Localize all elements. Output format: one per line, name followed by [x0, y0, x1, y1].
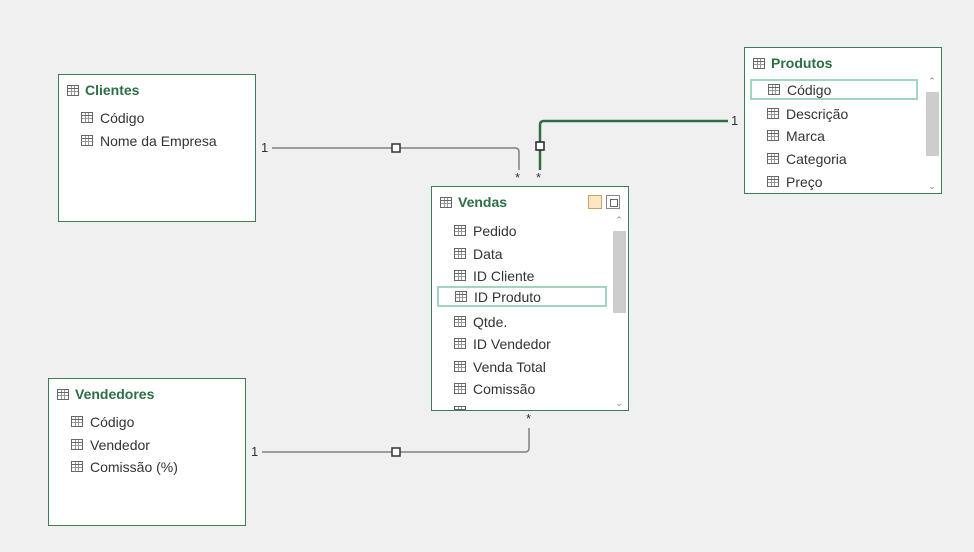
field-row[interactable]: Qtde.	[450, 311, 507, 332]
filter-direction-marker	[391, 143, 401, 153]
field-label: ID Cliente	[473, 267, 535, 284]
field-row[interactable]: ID Vendedor	[450, 333, 551, 354]
column-icon	[71, 416, 83, 427]
field-row[interactable]: Marca	[763, 125, 825, 146]
field-row[interactable]: Categoria	[763, 148, 847, 169]
scroll-up-icon[interactable]: ⌃	[615, 215, 623, 225]
field-row-selected[interactable]: ID Produto	[437, 286, 607, 307]
table-header[interactable]: Clientes	[67, 82, 139, 98]
table-produtos[interactable]: Produtos Código Descrição Marca Categori…	[744, 47, 942, 194]
column-icon	[71, 461, 83, 472]
column-icon	[454, 225, 466, 236]
cardinality-one: 1	[251, 444, 259, 459]
field-label: Código	[787, 81, 832, 98]
scroll-up-icon[interactable]: ⌃	[928, 76, 936, 86]
cardinality-many: *	[515, 170, 521, 185]
field-label: Vendedor	[90, 436, 150, 453]
field-label: Código	[100, 109, 145, 126]
field-label: Comissão (%)	[90, 458, 178, 475]
column-icon	[454, 361, 466, 372]
cardinality-many: *	[526, 411, 532, 426]
table-clientes[interactable]: Clientes Código Nome da Empresa	[58, 74, 256, 222]
field-row[interactable]: Pedido	[450, 220, 517, 241]
column-icon	[71, 439, 83, 450]
table-icon	[67, 84, 79, 96]
relationship-clientes-vendas[interactable]	[272, 147, 520, 170]
field-label: Venda Total	[473, 358, 546, 375]
scroll-down-icon[interactable]: ⌄	[615, 398, 623, 408]
table-name: Clientes	[85, 82, 140, 98]
column-icon	[81, 135, 93, 146]
cardinality-one: 1	[731, 113, 739, 128]
field-row[interactable]: Nome da Empresa	[77, 130, 217, 151]
scrollbar-thumb[interactable]	[613, 231, 626, 313]
column-icon	[767, 130, 779, 141]
filter-direction-marker	[535, 141, 545, 151]
field-row-partial[interactable]	[450, 401, 466, 410]
column-icon	[454, 316, 466, 327]
column-icon	[454, 270, 466, 281]
field-label: Data	[473, 245, 503, 262]
field-row[interactable]: ID Cliente	[450, 265, 534, 286]
column-icon	[454, 338, 466, 349]
field-label: Comissão	[473, 380, 536, 397]
relationship-produtos-vendas[interactable]	[538, 119, 728, 170]
table-icon	[440, 196, 452, 208]
field-label: Marca	[786, 127, 825, 144]
table-vendas[interactable]: Vendas Pedido Data ID Cliente ID Produto…	[431, 186, 629, 411]
table-header[interactable]: Vendedores	[57, 386, 154, 402]
field-row[interactable]: Descrição	[763, 103, 848, 124]
field-row[interactable]: Venda Total	[450, 356, 546, 377]
field-label: Código	[90, 413, 135, 430]
scrollbar-thumb[interactable]	[926, 92, 939, 156]
table-icon	[57, 388, 69, 400]
column-icon	[454, 248, 466, 259]
table-header[interactable]: Vendas	[440, 194, 507, 210]
column-icon	[454, 383, 466, 394]
field-label: Pedido	[473, 222, 517, 239]
column-icon	[454, 406, 466, 410]
cardinality-many: *	[536, 170, 542, 185]
table-name: Vendas	[458, 194, 508, 210]
field-row[interactable]: Data	[450, 243, 503, 264]
column-icon	[767, 176, 779, 187]
field-label: ID Vendedor	[473, 335, 551, 352]
column-icon	[81, 112, 93, 123]
maximize-icon[interactable]	[606, 195, 620, 209]
cardinality-one: 1	[261, 140, 269, 155]
field-row[interactable]: Comissão	[450, 378, 535, 399]
filter-direction-marker	[391, 447, 401, 457]
column-icon	[767, 108, 779, 119]
column-icon	[767, 153, 779, 164]
table-name: Vendedores	[75, 386, 155, 402]
table-icon	[753, 57, 765, 69]
table-name: Produtos	[771, 55, 833, 71]
column-icon	[768, 84, 780, 95]
relationship-vendedores-vendas[interactable]	[262, 428, 530, 453]
column-icon	[455, 291, 467, 302]
hierarchy-icon[interactable]	[588, 195, 602, 209]
table-header[interactable]: Produtos	[753, 55, 832, 71]
field-label: Categoria	[786, 150, 847, 167]
field-label: Qtde.	[473, 313, 508, 330]
field-row[interactable]: Código	[77, 107, 144, 128]
field-label: Descrição	[786, 105, 849, 122]
table-vendedores[interactable]: Vendedores Código Vendedor Comissão (%)	[48, 378, 246, 526]
field-row[interactable]: Código	[67, 411, 134, 432]
field-row[interactable]: Vendedor	[67, 434, 150, 455]
field-label: ID Produto	[474, 288, 541, 305]
field-row-selected[interactable]: Código	[750, 79, 918, 100]
scrollbar[interactable]: ⌃ ⌄	[612, 215, 626, 409]
field-label: Nome da Empresa	[100, 132, 217, 149]
field-row[interactable]: Comissão (%)	[67, 456, 178, 477]
field-row[interactable]: Preço	[763, 171, 823, 192]
field-label: Preço	[786, 173, 823, 190]
scroll-down-icon[interactable]: ⌄	[928, 181, 936, 191]
scrollbar[interactable]: ⌃ ⌄	[925, 76, 939, 192]
